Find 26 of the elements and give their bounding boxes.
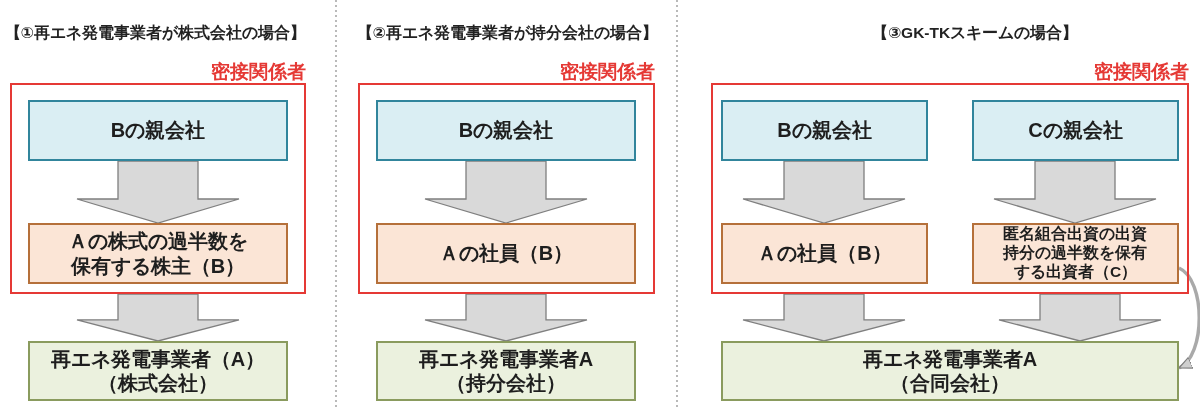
- block-arrow: [742, 160, 906, 224]
- entity-box: Bの親会社: [28, 100, 288, 161]
- curved-arrow: [1178, 266, 1200, 370]
- block-arrow: [998, 293, 1162, 342]
- block-arrow: [424, 293, 588, 342]
- entity-box: Bの親会社: [376, 100, 636, 161]
- entity-box: Ａの社員（B）: [376, 223, 636, 284]
- group-label: 密接関係者: [1094, 62, 1189, 81]
- panel-heading: 【①再エネ発電事業者が株式会社の場合】: [4, 24, 306, 43]
- entity-box: Bの親会社: [721, 100, 928, 161]
- block-arrow: [993, 160, 1157, 224]
- group-label: 密接関係者: [560, 62, 655, 81]
- group-label: 密接関係者: [211, 62, 306, 81]
- block-arrow: [76, 160, 240, 224]
- block-arrow: [424, 160, 588, 224]
- entity-box: 再エネ発電事業者（A）（株式会社）: [28, 341, 288, 401]
- entity-box: Ａの社員（B）: [721, 223, 928, 284]
- entity-box: 再エネ発電事業者A（持分会社）: [376, 341, 636, 401]
- panel-heading: 【②再エネ発電事業者が持分会社の場合】: [356, 24, 658, 43]
- entity-box: Cの親会社: [972, 100, 1179, 161]
- entity-box: Ａの株式の過半数を保有する株主（B）: [28, 223, 288, 284]
- block-arrow: [742, 293, 906, 342]
- panel-heading: 【③GK-TKスキームの場合】: [872, 24, 1079, 43]
- entity-box: 再エネ発電事業者A（合同会社）: [721, 341, 1179, 401]
- entity-box: 匿名組合出資の出資持分の過半数を保有する出資者（C）: [972, 223, 1179, 284]
- block-arrow: [76, 293, 240, 342]
